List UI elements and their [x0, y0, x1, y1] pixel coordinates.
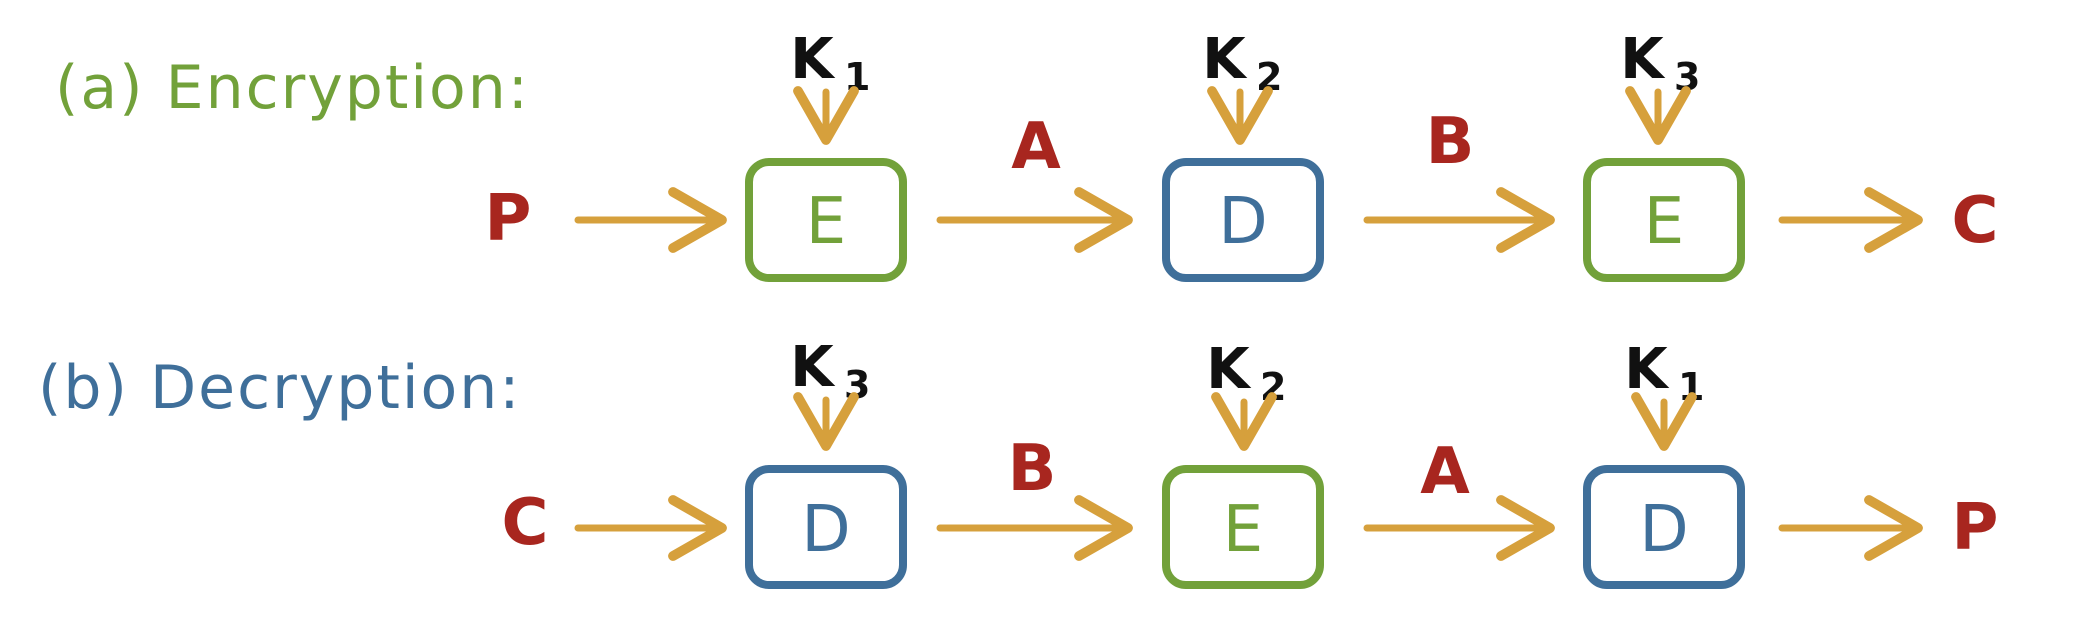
decrypt-box	[1583, 465, 1745, 589]
decryption-label: (b) Decryption:	[38, 353, 522, 423]
key-label: K 3	[1620, 27, 1700, 99]
op-label: E	[1644, 185, 1684, 259]
key-subscript: 3	[844, 363, 870, 407]
key-letter: K	[1202, 27, 1248, 92]
key-letter: K	[1206, 337, 1252, 402]
op-label: E	[806, 185, 846, 259]
key-label: K 2	[1206, 337, 1286, 409]
op-label: D	[1218, 185, 1267, 259]
key-label: K 3	[790, 335, 870, 407]
key-subscript: 2	[1256, 55, 1282, 99]
encryption-output-label: C	[1952, 184, 1999, 258]
op-label: E	[1223, 493, 1263, 567]
key-subscript: 3	[1674, 55, 1700, 99]
decryption-row: (b) Decryption: C K 3 D B K 2 E A	[38, 335, 1999, 589]
encryption-stage-3: K 3 E	[1583, 27, 1745, 282]
key-letter: K	[790, 335, 836, 400]
intermediate-label: B	[1426, 105, 1475, 179]
op-label: D	[801, 493, 850, 567]
key-letter: K	[790, 27, 836, 92]
encryption-stage-1: K 1 E	[745, 27, 907, 282]
decrypt-box	[745, 465, 907, 589]
key-subscript: 1	[1678, 365, 1704, 409]
decryption-stage-3: K 1 D	[1583, 337, 1745, 589]
key-letter: K	[1624, 337, 1670, 402]
intermediate-label: A	[1420, 435, 1470, 509]
intermediate-label: B	[1008, 432, 1057, 506]
key-letter: K	[1620, 27, 1666, 92]
encryption-row: (a) Encryption: P K 1 E A K 2 D B	[55, 27, 1999, 282]
encrypt-box	[1583, 158, 1745, 282]
decryption-stage-1: K 3 D	[745, 335, 907, 589]
key-label: K 1	[1624, 337, 1704, 409]
encryption-stage-2: K 2 D	[1162, 27, 1324, 282]
decryption-stage-2: K 2 E	[1162, 337, 1324, 589]
encrypt-box	[1162, 465, 1324, 589]
key-label: K 1	[790, 27, 870, 99]
decryption-input-label: C	[502, 486, 549, 560]
encryption-label: (a) Encryption:	[55, 53, 530, 123]
intermediate-label: A	[1011, 110, 1061, 184]
key-subscript: 1	[844, 55, 870, 99]
key-subscript: 2	[1260, 365, 1286, 409]
encryption-input-label: P	[485, 182, 532, 256]
op-label: D	[1639, 493, 1688, 567]
key-label: K 2	[1202, 27, 1282, 99]
encrypt-box	[745, 158, 907, 282]
decryption-output-label: P	[1952, 491, 1999, 565]
decrypt-box	[1162, 158, 1324, 282]
